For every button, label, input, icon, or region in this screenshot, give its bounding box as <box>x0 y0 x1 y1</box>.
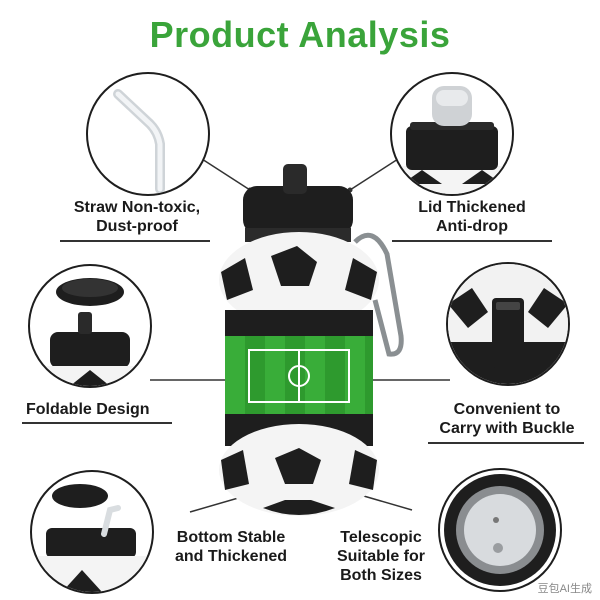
telescopic-detail-circle <box>438 468 562 592</box>
underline-straw <box>60 240 210 242</box>
buckle-icon <box>448 264 568 384</box>
foldable-detail-circle <box>28 264 152 388</box>
feature-label-telescopic: Telescopic Suitable for Both Sizes <box>336 529 425 584</box>
underline-buckle <box>428 442 584 444</box>
lid-detail-circle <box>390 72 514 196</box>
open-lid-icon <box>30 278 150 386</box>
watermark: 豆包AI生成 <box>537 583 592 595</box>
feature-label-straw: Straw Non-toxic, Dust-proof <box>73 199 201 235</box>
bottle-bottom-icon <box>444 474 556 586</box>
open-lid-straw-icon <box>32 484 152 592</box>
buckle-detail-circle <box>446 262 570 386</box>
straw-icon <box>113 89 165 194</box>
feature-label-bottom: Bottom Stable and Thickened <box>174 529 288 565</box>
straw-detail-circle <box>86 72 210 196</box>
page-title: Product Analysis <box>149 14 451 55</box>
lid-icon <box>392 86 512 194</box>
bottle-illustration <box>219 164 404 516</box>
bottom-detail-circle <box>30 470 154 594</box>
underline-lid <box>392 240 552 242</box>
feature-label-foldable: Foldable Design <box>26 401 150 418</box>
feature-label-buckle: Convenient to Carry with Buckle <box>439 401 575 437</box>
feature-label-lid: Lid Thickened Anti-drop <box>418 199 526 235</box>
underline-foldable <box>22 422 172 424</box>
